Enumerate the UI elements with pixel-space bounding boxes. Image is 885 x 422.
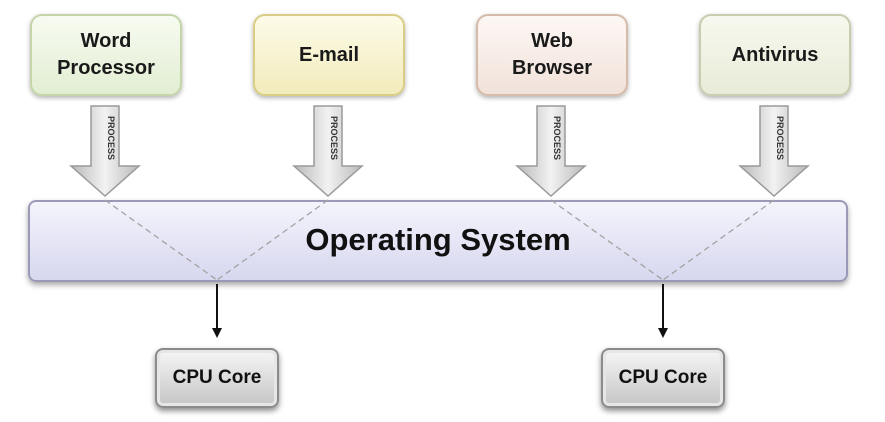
process-label: PROCESS bbox=[106, 116, 116, 160]
cpu-arrow-head-2 bbox=[658, 328, 668, 338]
process-label: PROCESS bbox=[329, 116, 339, 160]
operating-system-label: Operating System bbox=[305, 222, 571, 257]
app-box-word-processor: Word Processor bbox=[30, 14, 182, 96]
app-box-web-browser: Web Browser bbox=[476, 14, 628, 96]
process-label: PROCESS bbox=[775, 116, 785, 160]
app-box-e-mail: E-mail bbox=[253, 14, 405, 96]
process-arrow-2: PROCESS bbox=[292, 105, 364, 198]
process-label: PROCESS bbox=[552, 116, 562, 160]
cpu-core-2: CPU Core bbox=[601, 348, 725, 408]
cpu-core-1: CPU Core bbox=[155, 348, 279, 408]
app-box-antivirus: Antivirus bbox=[699, 14, 851, 96]
process-arrow-3: PROCESS bbox=[515, 105, 587, 198]
process-arrow-4: PROCESS bbox=[738, 105, 810, 198]
process-arrow-1: PROCESS bbox=[69, 105, 141, 198]
cpu-arrow-head-1 bbox=[212, 328, 222, 338]
